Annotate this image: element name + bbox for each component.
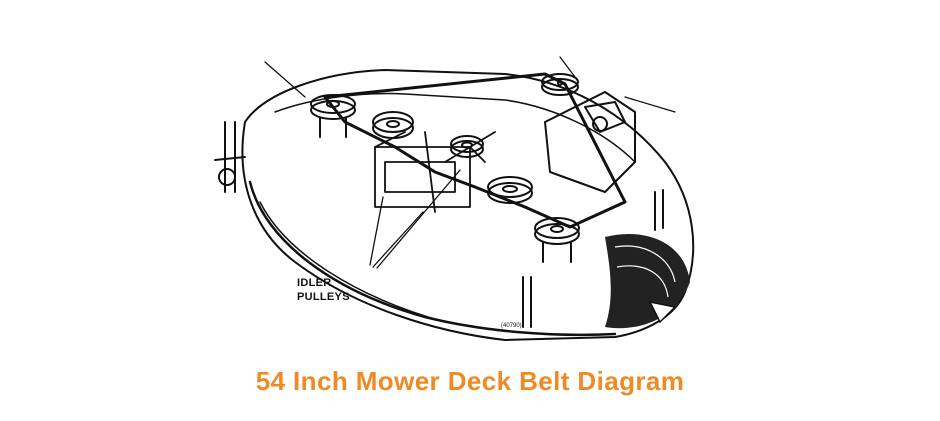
idler-pulley-1 — [372, 111, 414, 139]
left-spindle-pulley — [310, 94, 356, 138]
callout-leader-3 — [376, 169, 461, 269]
right-spindle-pulley — [534, 217, 580, 263]
diagram-caption: 54 Inch Mower Deck Belt Diagram — [255, 366, 685, 396]
front-right-hanger — [522, 276, 532, 328]
center-spindle-pulley — [487, 176, 533, 204]
deck-skirt — [248, 180, 617, 337]
idler-bracket — [374, 131, 496, 213]
right-hanger-bracket — [654, 189, 664, 231]
callout-leader-2 — [372, 211, 424, 268]
left-hanger-bracket — [214, 121, 246, 193]
discharge-chute — [605, 234, 690, 329]
mower-deck-illustration: (40790) — [214, 56, 695, 341]
drive-pulley — [541, 73, 579, 96]
callout-leader-1 — [369, 196, 384, 266]
warning-decal — [648, 300, 677, 324]
idler-pulleys-callout: IDLER PULLEYS — [297, 276, 350, 304]
belt-cover — [544, 91, 636, 193]
callout-line-1: IDLER — [297, 277, 332, 289]
part-code: (40790) — [501, 323, 522, 329]
callout-line-2: PULLEYS — [297, 291, 350, 303]
